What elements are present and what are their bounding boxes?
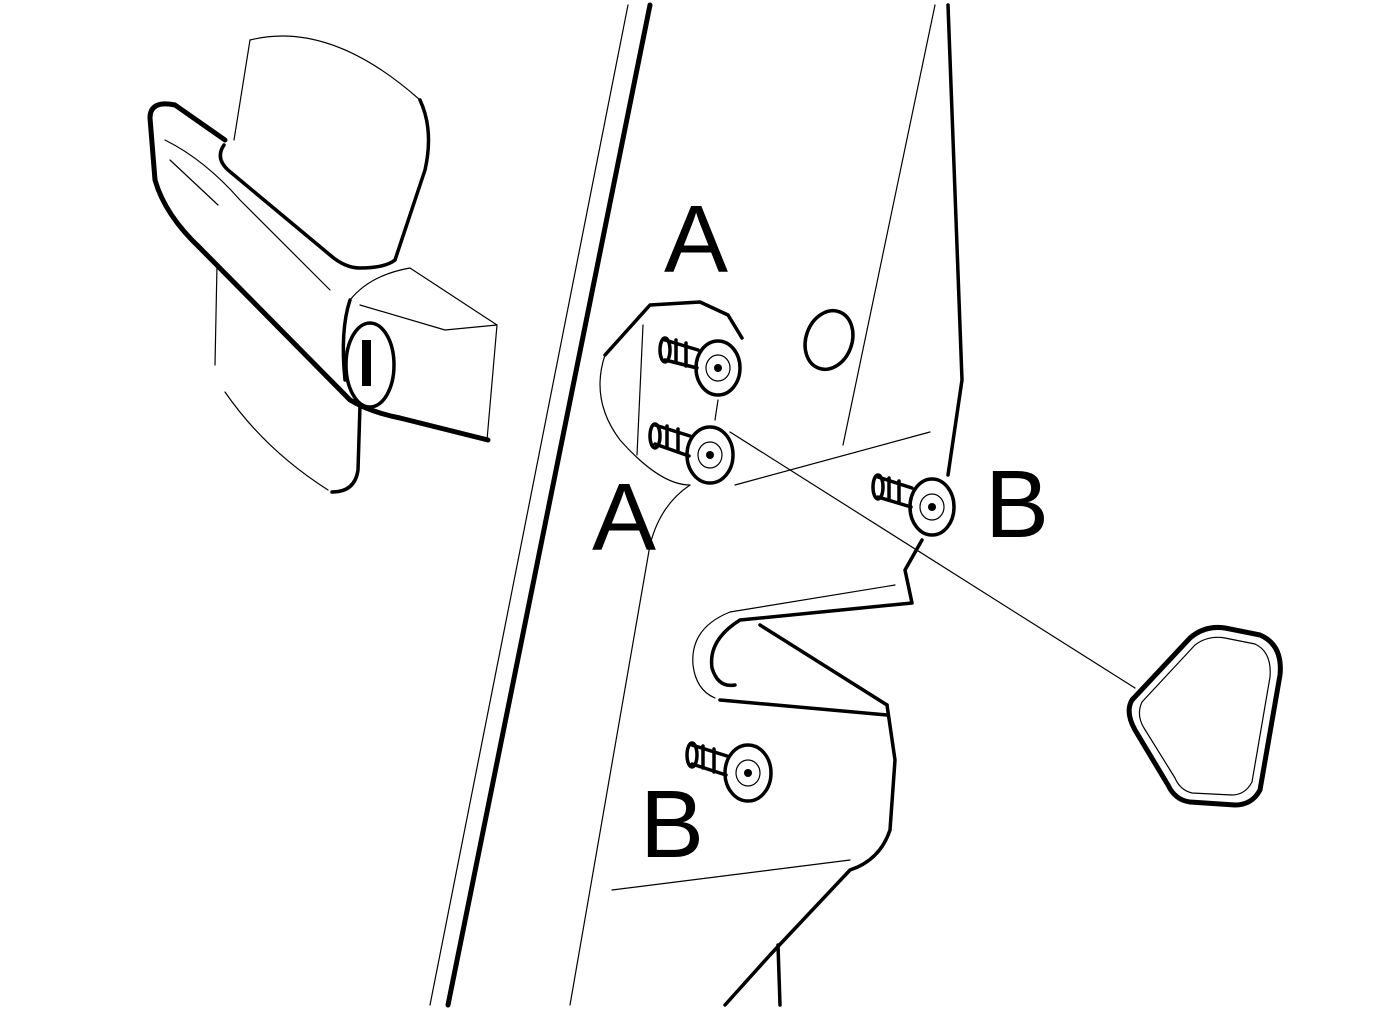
cover-cap <box>1126 625 1283 808</box>
hex-socket-icon <box>706 451 714 459</box>
hex-socket-icon <box>744 769 752 777</box>
bolt-b-right <box>871 473 956 537</box>
bolt-b-bottom <box>685 741 773 803</box>
label-a-top: A <box>664 186 728 293</box>
key-slot-icon <box>362 340 371 386</box>
leader-line <box>729 431 1136 689</box>
hex-socket-icon <box>928 503 936 511</box>
hex-socket-icon <box>714 364 722 372</box>
label-b-bottom: B <box>640 771 704 878</box>
label-a-bottom: A <box>592 464 656 571</box>
bolt-a-bottom <box>648 422 735 485</box>
striker-plate <box>569 3 964 1007</box>
bolt-a-top <box>658 336 742 397</box>
label-b-right: B <box>985 451 1049 558</box>
door-handle <box>147 35 498 494</box>
oval-hole <box>803 308 855 372</box>
door-edge <box>429 2 936 1008</box>
